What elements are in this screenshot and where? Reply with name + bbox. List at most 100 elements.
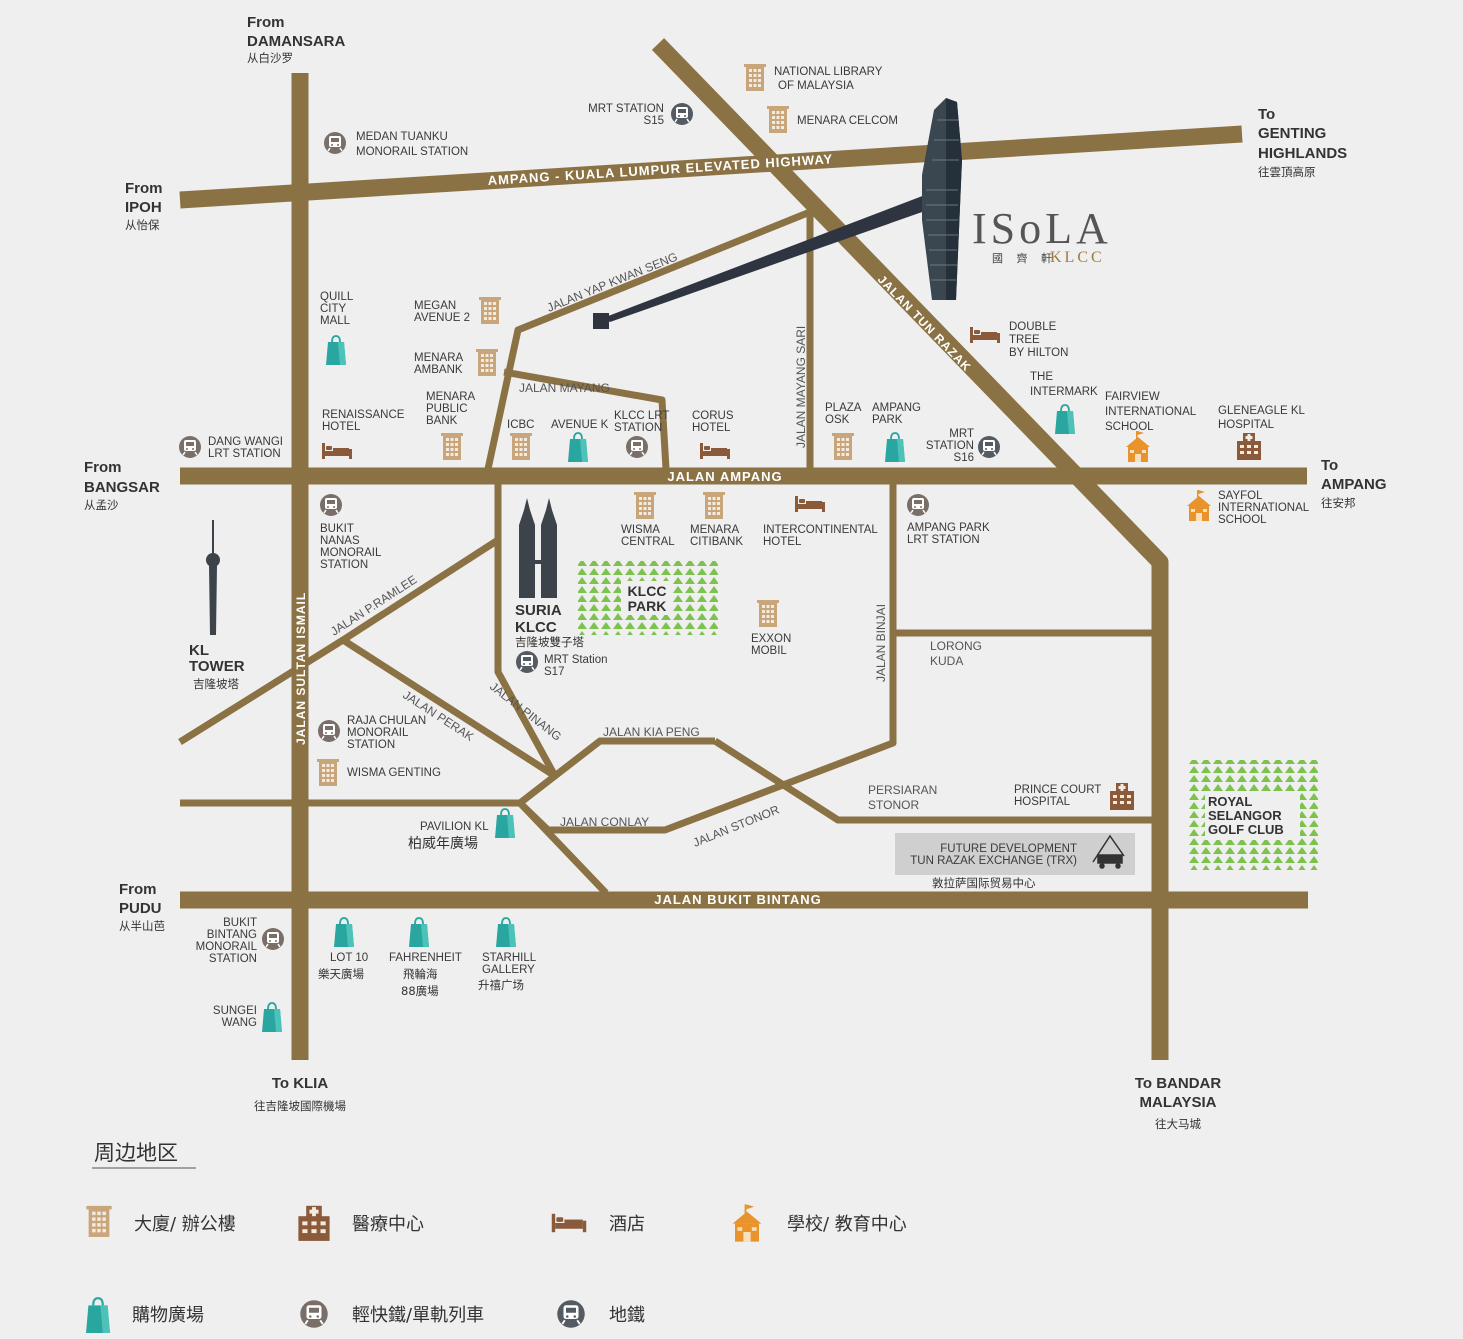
fahrenheit-shopping-bag-icon [408, 917, 430, 948]
golf-label-bg [1205, 792, 1300, 840]
label-avenue-k: AVENUE K [551, 419, 609, 431]
quill-city-mall-shopping-bag-icon [325, 335, 347, 366]
svg-text:學校/ 教育中心: 學校/ 教育中心 [787, 1214, 907, 1235]
mrt-s15-mrt-icon [670, 102, 694, 126]
svg-text:PUDU: PUDU [119, 900, 162, 917]
petronas-twin-towers-icon [519, 498, 557, 598]
road-jalan-mayang [503, 368, 670, 470]
royal-selangor-label: ROYAL SELANGOR GOLF CLUB [1208, 794, 1284, 837]
svg-text:GOLF CLUB: GOLF CLUB [1208, 822, 1284, 837]
sungei-wang-shopping-bag-icon [261, 1002, 283, 1033]
wisma-central-office-building-icon [634, 492, 656, 519]
svg-text:从白沙罗: 从白沙罗 [247, 51, 293, 65]
sayfol-school-icon [1187, 490, 1211, 521]
trx-box [895, 833, 1135, 875]
svg-text:地鐵: 地鐵 [609, 1305, 645, 1326]
ampang-park-shopping-bag-icon [884, 432, 906, 463]
label-starhill-cn: 升禧广场 [478, 978, 524, 992]
direction-from-damansara: From DAMANSARA 从白沙罗 [247, 14, 345, 65]
legend-title: 周边地区 [94, 1141, 178, 1165]
raja-chulan-monorail-icon [317, 719, 341, 743]
road-jalan-perak [341, 637, 557, 779]
legend-item-hotel: 酒店 [551, 1213, 645, 1235]
label-suria-cn: 吉隆坡雙子塔 [515, 635, 584, 649]
road-jalan-pinang [494, 484, 559, 778]
direction-to-ampang: To AMPANG 往安邦 [1321, 457, 1387, 510]
label-jalan-conlay: JALAN CONLAY [560, 815, 649, 829]
road-persiaran-stonor [713, 738, 1160, 824]
svg-text:From: From [84, 459, 122, 476]
label-jalan-bukit-bintang: JALAN BUKIT BINTANG [654, 892, 822, 907]
menara-citibank-office-building-icon [703, 492, 725, 519]
svg-text:TUN RAZAK EXCHANGE (TRX): TUN RAZAK EXCHANGE (TRX) [910, 855, 1077, 867]
avenue-k-shopping-bag-icon [567, 432, 589, 463]
legend-item-mall: 購物廣場 [84, 1297, 204, 1335]
exxon-mobil-office-building-icon [757, 600, 779, 627]
legend-item-office: 大廈/ 辦公樓 [86, 1205, 236, 1237]
label-jalan-sultan-ismail: JALAN SULTAN ISMAIL [294, 592, 308, 745]
svg-text:HIGHLANDS: HIGHLANDS [1258, 145, 1347, 162]
direction-to-genting: To GENTING HIGHLANDS 往雲頂高原 [1258, 106, 1347, 179]
renaissance-hotel-bed-icon [322, 443, 352, 459]
klcc-park-label: KLCC PARK [628, 583, 667, 614]
isola-location-pointer [593, 195, 925, 329]
svg-text:購物廣場: 購物廣場 [132, 1305, 204, 1326]
road-jalan-yap-kwan-seng [484, 208, 812, 470]
label-jalan-mayang: JALAN MAYANG [519, 381, 610, 395]
pavilion-kl-shopping-bag-icon [494, 808, 516, 839]
road-jalan-tun-razak [651, 38, 1169, 1060]
label-menara-celcom: MENARA CELCOM [797, 115, 898, 127]
klcc-park-label-bg [621, 581, 673, 615]
label-jalan-yap-kwan-seng: JALAN YAP KWAN SENG [545, 250, 680, 315]
intermark-shopping-bag-icon [1054, 404, 1076, 435]
label-jalan-binjai: JALAN BINJAI [874, 604, 888, 682]
hospital-icon [298, 1205, 330, 1241]
isola-tower-illustration [922, 98, 962, 300]
bukit-nanas-monorail-icon [319, 493, 343, 517]
medan-tuanku-monorail-icon [323, 131, 347, 155]
svg-text:MALAYSIA: MALAYSIA [1140, 1094, 1217, 1111]
direction-from-pudu: From PUDU 从半山芭 [119, 881, 165, 933]
hotel-bed-icon [551, 1213, 587, 1233]
svg-text:往大马城: 往大马城 [1155, 1117, 1201, 1131]
menara-celcom-office-building-icon [767, 106, 789, 133]
label-wisma-genting: WISMA GENTING [347, 767, 441, 779]
legend-item-monorail: 輕快鐵/單軌列車 [299, 1299, 484, 1329]
trx-cn-label: 敦拉萨国际贸易中心 [932, 876, 1036, 890]
label-icbc: ICBC [507, 419, 534, 431]
svg-text:从孟沙: 从孟沙 [84, 498, 119, 512]
svg-text:KLCC: KLCC [1050, 249, 1105, 266]
svg-text:國 齊 軒: 國 齊 軒 [992, 251, 1057, 265]
svg-text:ISoLA: ISoLA [972, 204, 1112, 253]
svg-text:SELANGOR: SELANGOR [1208, 808, 1282, 823]
direction-from-bangsar: From BANGSAR 从孟沙 [84, 459, 160, 512]
svg-text:大廈/ 辦公樓: 大廈/ 辦公樓 [134, 1214, 236, 1235]
svg-text:FUTURE DEVELOPMENT: FUTURE DEVELOPMENT [940, 843, 1077, 855]
svg-text:To: To [1258, 106, 1275, 123]
svg-text:To BANDAR: To BANDAR [1135, 1075, 1222, 1092]
dang-wangi-monorail-icon [178, 435, 202, 459]
trx-label: FUTURE DEVELOPMENT TUN RAZAK EXCHANGE (T… [910, 843, 1077, 867]
ampang-park-lrt-monorail-icon [906, 493, 930, 517]
svg-text:輕快鐵/單軌列車: 輕快鐵/單軌列車 [352, 1305, 484, 1326]
